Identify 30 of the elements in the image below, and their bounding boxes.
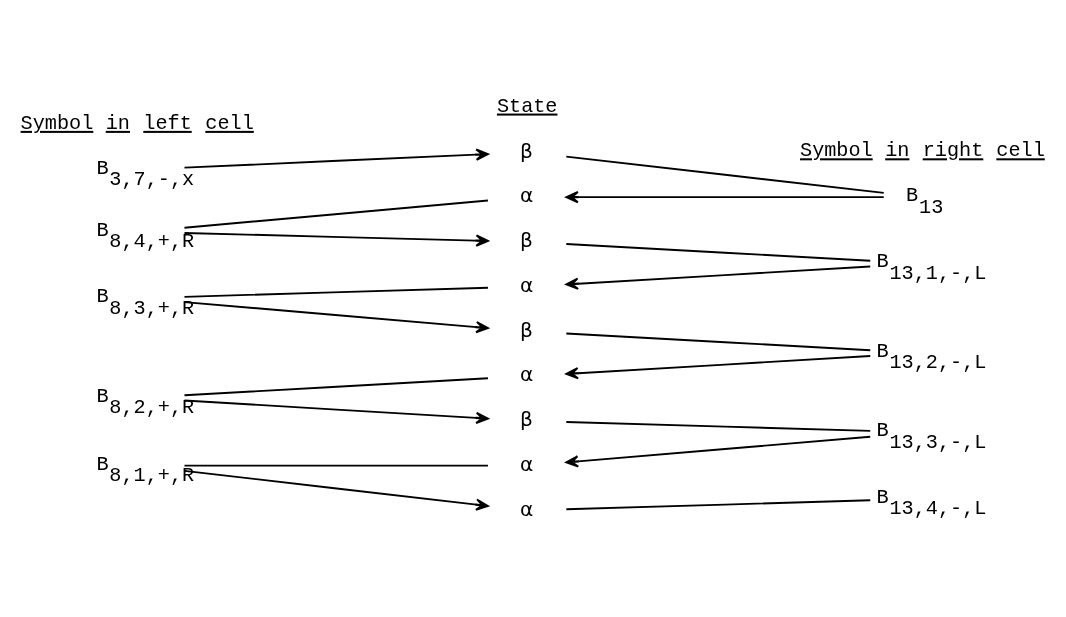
arrow [183,231,489,247]
connector [565,420,872,432]
arrow [183,399,489,424]
node-text: β [520,138,533,163]
label: State [496,94,558,118]
arrow [565,435,872,468]
arrow [565,265,872,290]
node-text: β [520,406,533,431]
arrow [183,300,489,333]
node-text: β [520,317,533,342]
arrow [565,354,872,379]
connector [565,155,885,194]
label: Symbol in right cell [800,138,1045,162]
connector [183,286,489,298]
connector [565,498,872,510]
node-text: α [520,272,534,297]
connector [183,199,489,229]
arrow [183,469,489,511]
node-text: α [520,182,534,207]
connector [565,242,872,262]
connector [183,464,489,467]
connector [183,376,489,396]
connector [565,332,872,351]
node-text: β [520,227,533,252]
label: Symbol in left cell [20,111,254,135]
node-text: α [520,361,534,386]
arrow [183,148,489,169]
arrow [565,190,885,203]
node-text: α [520,451,534,476]
node-text: α [520,496,534,521]
